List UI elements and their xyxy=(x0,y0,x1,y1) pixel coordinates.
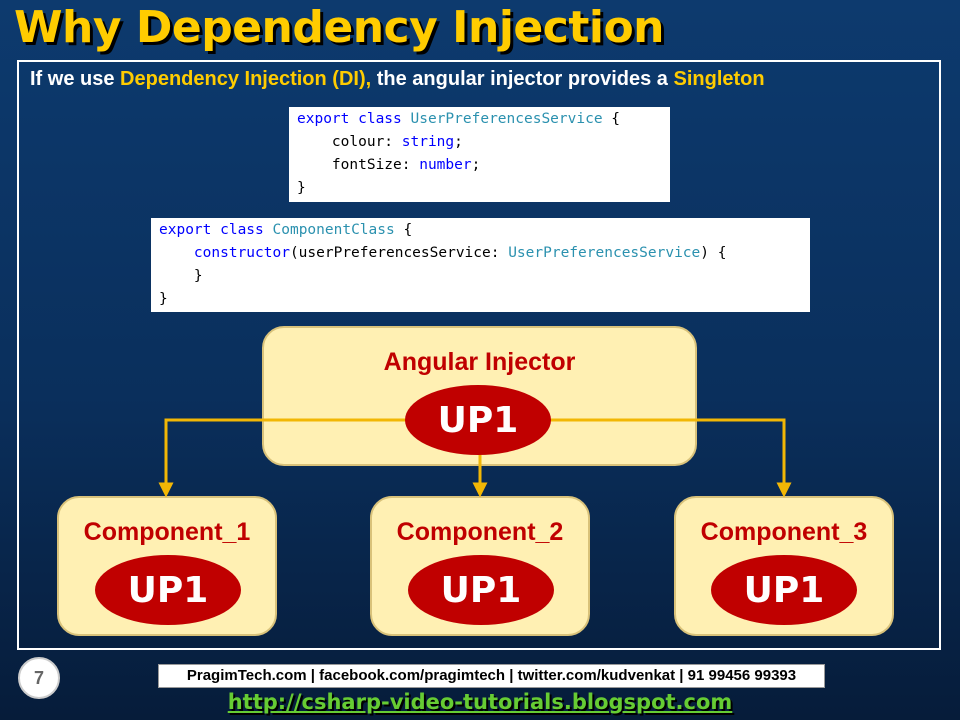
component-1-instance-ellipse: UP1 xyxy=(95,555,241,625)
footer-contacts: PragimTech.com | facebook.com/pragimtech… xyxy=(158,664,825,688)
intro-middle: the angular injector provides a xyxy=(371,68,674,90)
intro-text: If we use Dependency Injection (DI), the… xyxy=(30,68,765,91)
component-1-label: Component_1 xyxy=(83,518,251,546)
intro-highlight-di: Dependency Injection (DI), xyxy=(120,68,372,90)
injector-instance-ellipse: UP1 xyxy=(405,385,551,455)
page-number-badge: 7 xyxy=(18,657,60,699)
component-3-instance-ellipse: UP1 xyxy=(711,555,857,625)
footer-url-link[interactable]: http://csharp-video-tutorials.blogspot.c… xyxy=(227,690,733,714)
intro-prefix: If we use xyxy=(30,68,121,90)
code-user-preferences-service: export class UserPreferencesService { co… xyxy=(289,107,670,202)
code-component-class: export class ComponentClass { constructo… xyxy=(151,218,810,312)
intro-highlight-singleton: Singleton xyxy=(673,68,765,90)
angular-injector-label: Angular Injector xyxy=(383,348,576,376)
content-frame xyxy=(17,60,941,650)
component-3-label: Component_3 xyxy=(700,518,868,546)
slide-title: Why Dependency Injection xyxy=(14,2,665,53)
component-2-instance-ellipse: UP1 xyxy=(408,555,554,625)
component-2-label: Component_2 xyxy=(396,518,564,546)
